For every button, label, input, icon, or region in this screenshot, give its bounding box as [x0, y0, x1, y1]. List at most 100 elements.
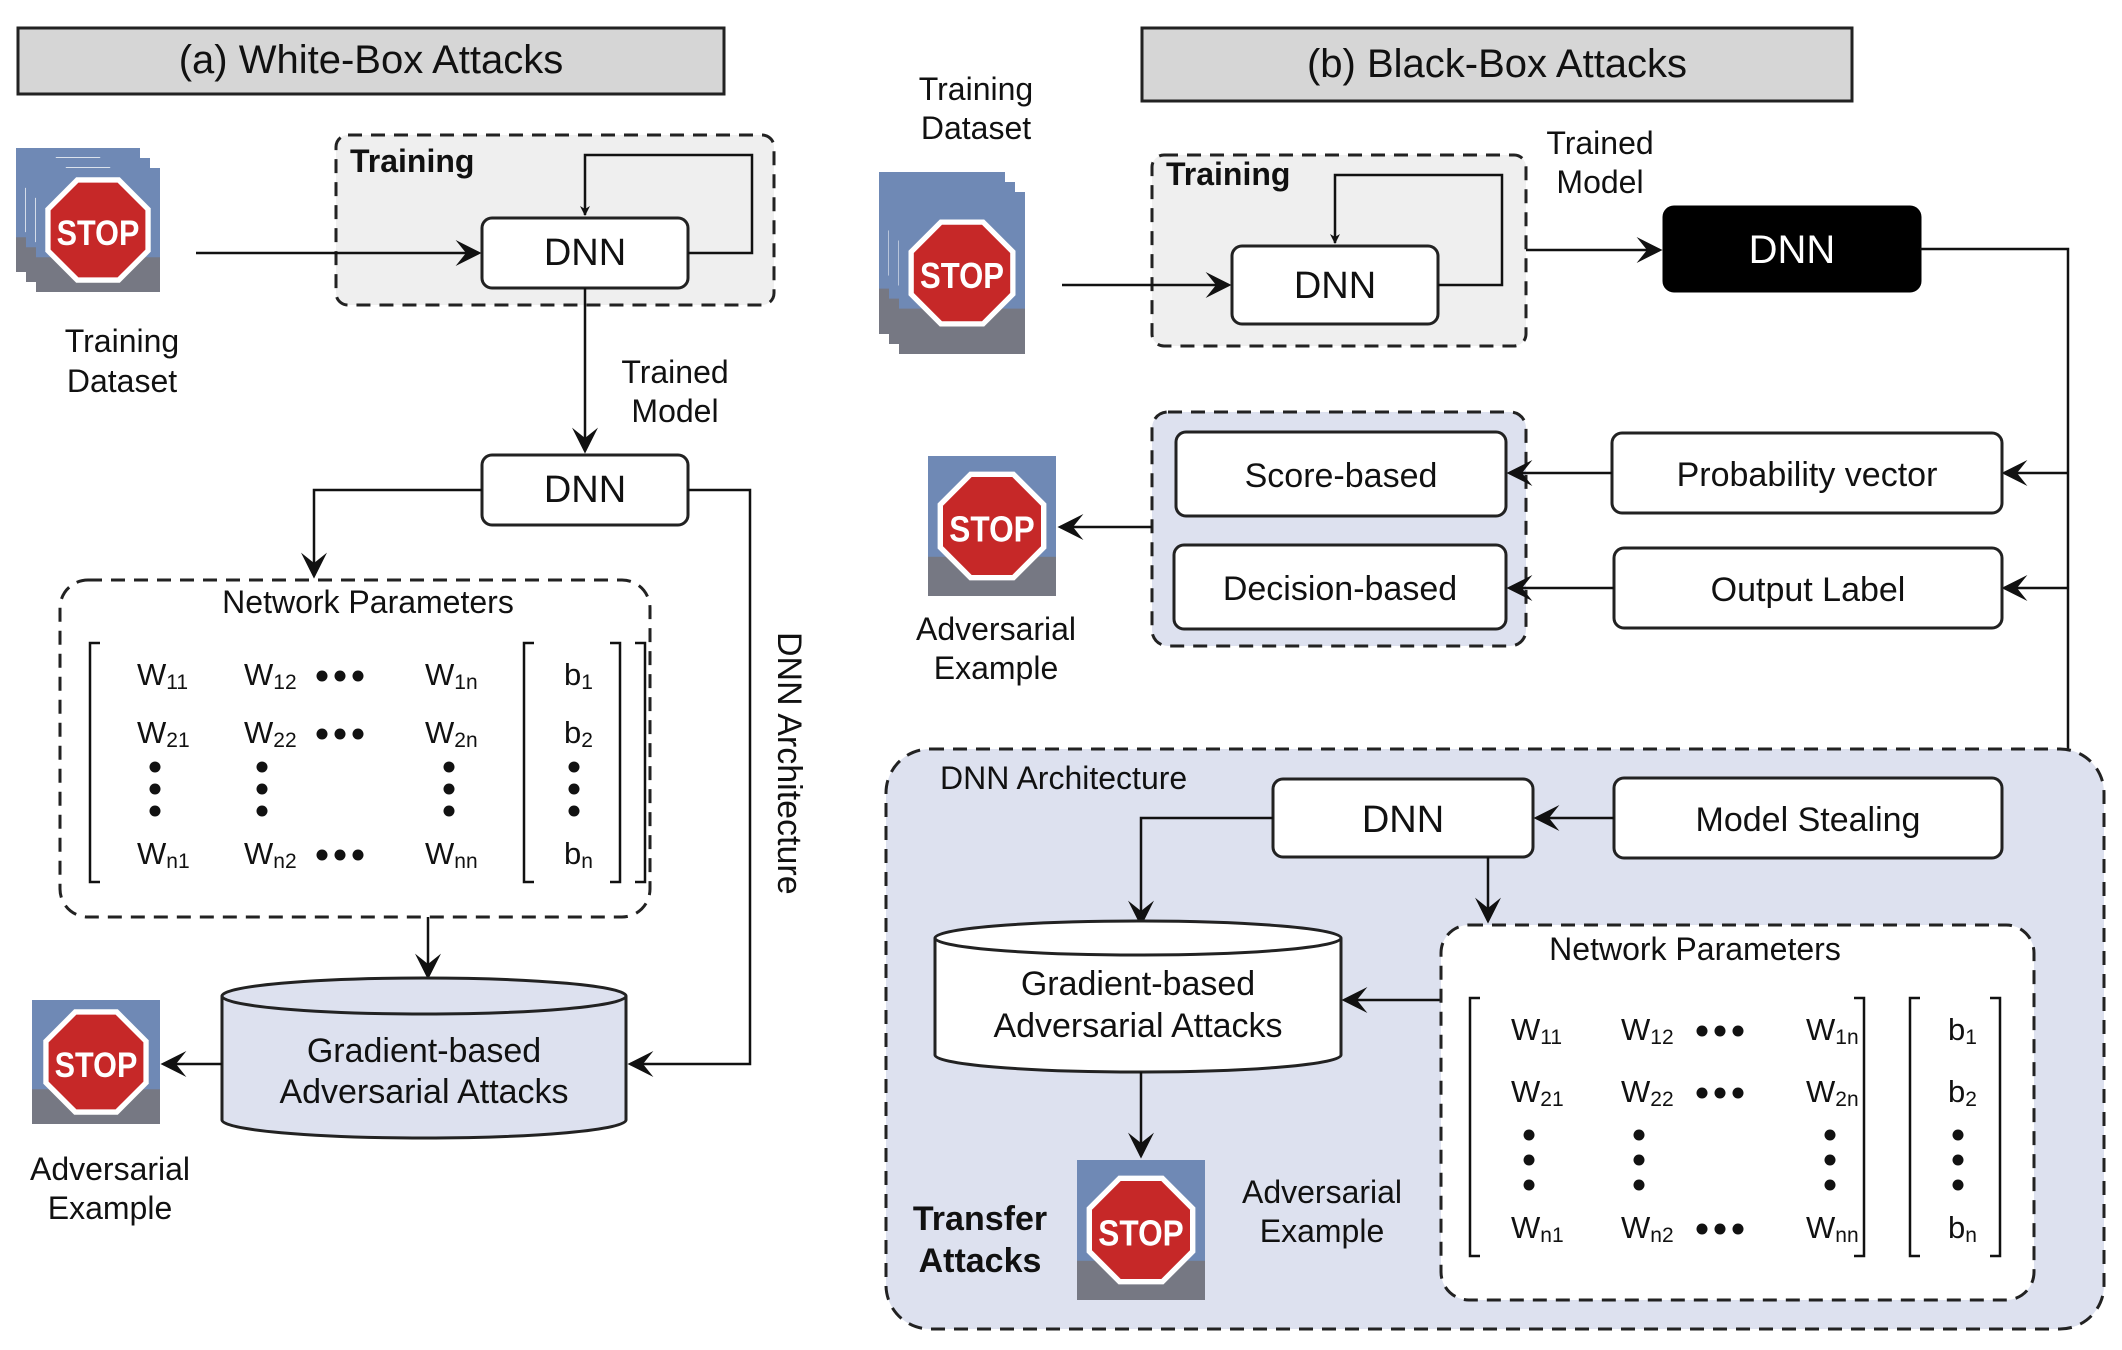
stop-sign-image: STOP: [32, 1000, 160, 1124]
dnn-architecture-label-a: DNN Architecture: [770, 632, 808, 895]
matrix-weight: W21: [137, 715, 190, 752]
stop-sign-text: STOP: [57, 213, 140, 253]
decision-based-node: [1172, 543, 1508, 631]
bus-right-b: [1920, 247, 2070, 818]
dnn-label-blackbox: DNN: [1749, 228, 1836, 272]
matrix-weight: W21: [1511, 1074, 1564, 1111]
ellipsis-dot: [149, 805, 161, 817]
gradient-label-b-l1: Gradient-based: [1021, 965, 1255, 1003]
ellipsis-dot: [1523, 1179, 1535, 1191]
ellipsis-dot: [568, 805, 580, 817]
matrix-bias: b1: [564, 657, 593, 694]
dnn-label-trained-a: DNN: [544, 469, 626, 511]
network-parameters-label-b: Network Parameters: [1549, 931, 1841, 967]
decision-based-label: Decision-based: [1223, 570, 1457, 608]
adversarial-example-label-a-l2: Example: [48, 1190, 173, 1226]
ellipsis-dot: [1633, 1179, 1645, 1191]
black-box-title: (b) Black-Box Attacks: [1307, 42, 1687, 86]
ellipsis-dot: [316, 728, 328, 740]
stop-adversarial-a: STOP: [32, 1000, 160, 1124]
training-dataset-label-a-l1: Training: [65, 323, 179, 359]
matrix-bias: bn: [1948, 1210, 1977, 1247]
arrow-dnn-to-params-a: [301, 488, 482, 579]
score-based-label: Score-based: [1245, 457, 1438, 495]
black-box-header: [1140, 26, 1854, 103]
ellipsis-dot: [316, 849, 328, 861]
training-dataset-label-b-l2: Dataset: [921, 110, 1031, 146]
bias-bracket-left: [522, 641, 534, 884]
ellipsis-dot: [1714, 1223, 1726, 1235]
ellipsis-dot: [443, 805, 455, 817]
ellipsis-dot: [1696, 1223, 1708, 1235]
ellipsis-dot: [352, 849, 364, 861]
output-label-label: Output Label: [1711, 571, 1906, 609]
model-stealing-label: Model Stealing: [1696, 801, 1921, 839]
matrix-weight: Wn2: [244, 836, 297, 873]
training-loop-b: [1330, 173, 1504, 287]
matrix-weight: W22: [1621, 1074, 1674, 1111]
matrix-weight: W1n: [425, 657, 478, 694]
trained-model-label-b-l2: Model: [1556, 164, 1643, 200]
stop-adversarial-b-top: STOP: [928, 456, 1056, 596]
gradient-cylinder-b: [933, 919, 1343, 1074]
matrix-weight: W11: [137, 657, 188, 694]
matrix-bias: b2: [564, 715, 593, 752]
ellipsis-dot: [1523, 1154, 1535, 1166]
ellipsis-dot: [334, 670, 346, 682]
stop-stack-training-a: STOPSTOPSTOP: [16, 148, 160, 292]
dnn-label-train-b: DNN: [1294, 265, 1376, 307]
weight-bracket-left: [1468, 996, 1480, 1258]
ellipsis-dot: [1523, 1129, 1535, 1141]
matrix-weight: W11: [1511, 1012, 1562, 1049]
stop-stack-training-b: STOPSTOPSTOP: [879, 172, 1025, 354]
stop-sign-text: STOP: [1098, 1212, 1183, 1253]
adversarial-example-label-b-top-l1: Adversarial: [916, 611, 1076, 647]
ellipsis-dot: [256, 761, 268, 773]
arrow-dnn-architecture-a: [627, 488, 752, 1077]
trained-model-label-b-l1: Trained: [1546, 125, 1653, 161]
matrix-weight: Wnn: [1806, 1210, 1859, 1247]
ellipsis-dot: [443, 761, 455, 773]
matrix-weight: Wn2: [1621, 1210, 1674, 1247]
ellipsis-dot: [1732, 1025, 1744, 1037]
ellipsis-dot: [443, 783, 455, 795]
matrix-weight: W12: [244, 657, 297, 694]
gradient-label-b-l2: Adversarial Attacks: [993, 1007, 1282, 1045]
ellipsis-dot: [1714, 1087, 1726, 1099]
dnn-label-train-a: DNN: [544, 232, 626, 274]
dnn-architecture-label-b: DNN Architecture: [940, 760, 1187, 796]
weight-bracket-right: [635, 641, 647, 884]
ellipsis-dot: [334, 849, 346, 861]
matrix-weight: W22: [244, 715, 297, 752]
adversarial-example-label-b-top-l2: Example: [934, 650, 1059, 686]
ellipsis-dot: [1952, 1154, 1964, 1166]
stop-sign-text: STOP: [920, 256, 1004, 296]
stop-sign-image: STOP: [1077, 1160, 1205, 1300]
training-label-b: Training: [1166, 156, 1290, 192]
adversarial-example-label-b-bottom-l2: Example: [1260, 1213, 1385, 1249]
ellipsis-dot: [256, 783, 268, 795]
panel-white-box: (a) White-Box Attacks STOPSTOPSTOP Train…: [16, 26, 808, 1226]
ellipsis-dot: [1952, 1179, 1964, 1191]
ellipsis-dot: [1696, 1087, 1708, 1099]
ellipsis-dot: [568, 761, 580, 773]
ellipsis-dot: [256, 805, 268, 817]
ellipsis-dot: [1952, 1129, 1964, 1141]
ellipsis-dot: [1824, 1129, 1836, 1141]
trained-model-label-a-l1: Trained: [621, 354, 728, 390]
probability-vector-label: Probability vector: [1677, 456, 1938, 494]
weight-bracket-right: [1854, 996, 1866, 1258]
ellipsis-dot: [1633, 1154, 1645, 1166]
ellipsis-dot: [1633, 1129, 1645, 1141]
matrix-weight: W2n: [425, 715, 478, 752]
matrix-bias: b1: [1948, 1012, 1977, 1049]
gradient-label-a-l2: Adversarial Attacks: [279, 1073, 568, 1111]
matrix-bias: b2: [1948, 1074, 1977, 1111]
adversarial-example-label-a-l1: Adversarial: [30, 1151, 190, 1187]
ellipsis-dot: [1824, 1179, 1836, 1191]
ellipsis-dot: [568, 783, 580, 795]
matrix-weight: Wn1: [1511, 1210, 1564, 1247]
ellipsis-dot: [1714, 1025, 1726, 1037]
